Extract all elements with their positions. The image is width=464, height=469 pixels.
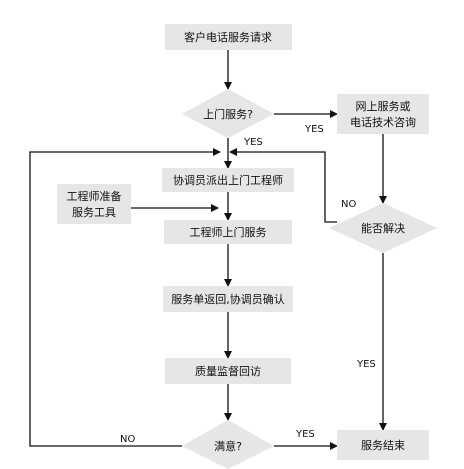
- service-end-box: [337, 430, 429, 460]
- resolved-decision-label: 能否解决: [361, 221, 405, 235]
- prepare-tools-label-line1: 工程师准备: [67, 189, 122, 203]
- onsite-decision-node: 上门服务?: [182, 89, 274, 138]
- dispatch-label: 协调员派出上门工程师: [173, 173, 283, 187]
- quality-followup-label: 质量监督回访: [195, 364, 261, 378]
- edge-label-satisfied-yes: YES: [295, 429, 315, 440]
- onsite-decision-label: 上门服务?: [203, 107, 253, 121]
- satisfied-decision-diamond: [182, 420, 274, 469]
- edge-label-remote-yes: YES: [304, 124, 324, 135]
- request-node: 客户电话服务请求: [165, 24, 292, 50]
- request-box: [165, 24, 292, 50]
- dispatch-node: 协调员派出上门工程师: [162, 168, 294, 192]
- edge-label-resolved-yes: YES: [356, 359, 376, 370]
- service-end-label: 服务结束: [361, 439, 405, 452]
- remote-support-box: [337, 94, 429, 134]
- onsite-decision-diamond: [182, 89, 274, 138]
- engineer-onsite-label: 工程师上门服务: [190, 225, 267, 239]
- request-label: 客户电话服务请求: [184, 30, 272, 44]
- dispatch-box: [162, 168, 294, 192]
- quality-followup-node: 质量监督回访: [165, 358, 291, 384]
- arrow-satisfied-no-to-dispatch: [29, 148, 221, 447]
- edge-label-resolved-no: NO: [341, 199, 356, 210]
- prepare-tools-node: 工程师准备 服务工具: [57, 184, 131, 224]
- prepare-tools-box: [57, 184, 131, 224]
- remote-support-label-line2: 电话技术咨询: [350, 115, 416, 129]
- remote-support-node: 网上服务或 电话技术咨询: [337, 94, 429, 134]
- connectors: [29, 50, 387, 450]
- return-sheet-node: 服务单返回,协调员确认: [163, 286, 293, 312]
- arrow-resolved-no-to-dispatch: [229, 148, 337, 223]
- satisfied-decision-node: 满意?: [182, 420, 274, 469]
- quality-followup-box: [165, 358, 291, 384]
- remote-support-label-line1: 网上服务或: [356, 100, 411, 113]
- engineer-onsite-box: [164, 220, 292, 244]
- return-sheet-box: [163, 286, 293, 312]
- prepare-tools-label-line2: 服务工具: [72, 206, 116, 219]
- return-sheet-label: 服务单返回,协调员确认: [171, 292, 285, 306]
- engineer-onsite-node: 工程师上门服务: [164, 220, 292, 244]
- service-end-node: 服务结束: [337, 430, 429, 460]
- edge-label-onsite-yes: YES: [243, 137, 263, 148]
- edge-label-satisfied-no: NO: [120, 434, 135, 445]
- resolved-decision-diamond: [329, 203, 437, 253]
- satisfied-decision-label: 满意?: [214, 439, 242, 453]
- resolved-decision-node: 能否解决: [329, 203, 437, 253]
